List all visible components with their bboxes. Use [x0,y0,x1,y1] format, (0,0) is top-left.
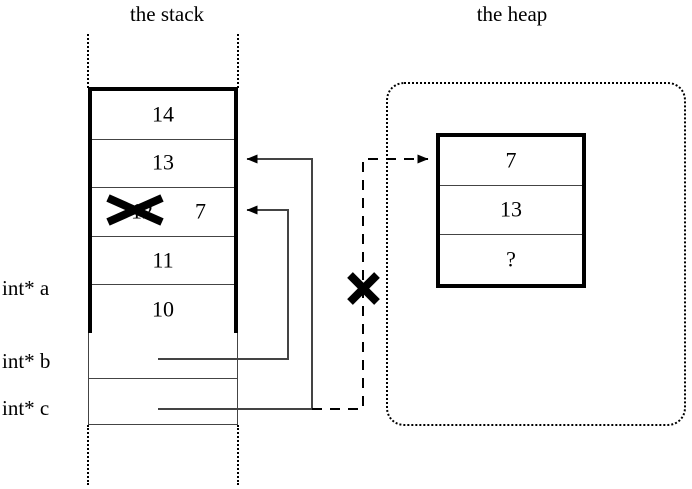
heap-cell-1-value: 13 [500,196,522,222]
heap-cell-1: 13 [440,186,582,235]
stack-cell-4-value: 10 [152,296,174,322]
stack-guide-right-top [237,34,239,88]
stack-title: the stack [129,2,205,26]
stack-guide-left-top [87,34,89,88]
heap-cell-2-value: ? [506,245,516,271]
var-label-a: int* a [2,276,50,300]
heap-cell-0: 7 [440,137,582,186]
stack-array: 14 13 12 7 11 10 [88,87,238,334]
stack-cell-1: 13 [92,139,234,189]
stack-cell-1-value: 13 [152,149,174,175]
stack-cell-2-new-value: 7 [195,198,206,224]
stack-guide-left-bottom [87,425,89,485]
stack-cell-2: 12 7 [92,188,234,237]
stack-cell-3: 11 [92,236,234,286]
stack-guide-right-bottom [237,425,239,485]
x-cross-mark-broken-pointer [347,272,380,305]
stack-cell-0: 14 [92,91,234,140]
heap-cell-0-value: 7 [505,147,517,173]
stack-cell-2-value: 12 [131,198,153,224]
heap-title: the heap [476,2,548,26]
stack-var-slot-b [88,333,238,379]
stack-cell-3-value: 11 [152,247,174,273]
stack-var-slot-c [88,379,238,425]
heap-cell-2: ? [440,235,582,284]
stack-cell-4: 10 [92,285,234,334]
var-label-b: int* b [2,349,51,373]
heap-array: 7 13 ? [436,133,586,288]
stack-cell-0-value: 14 [152,101,174,127]
var-label-c: int* c [2,396,50,420]
